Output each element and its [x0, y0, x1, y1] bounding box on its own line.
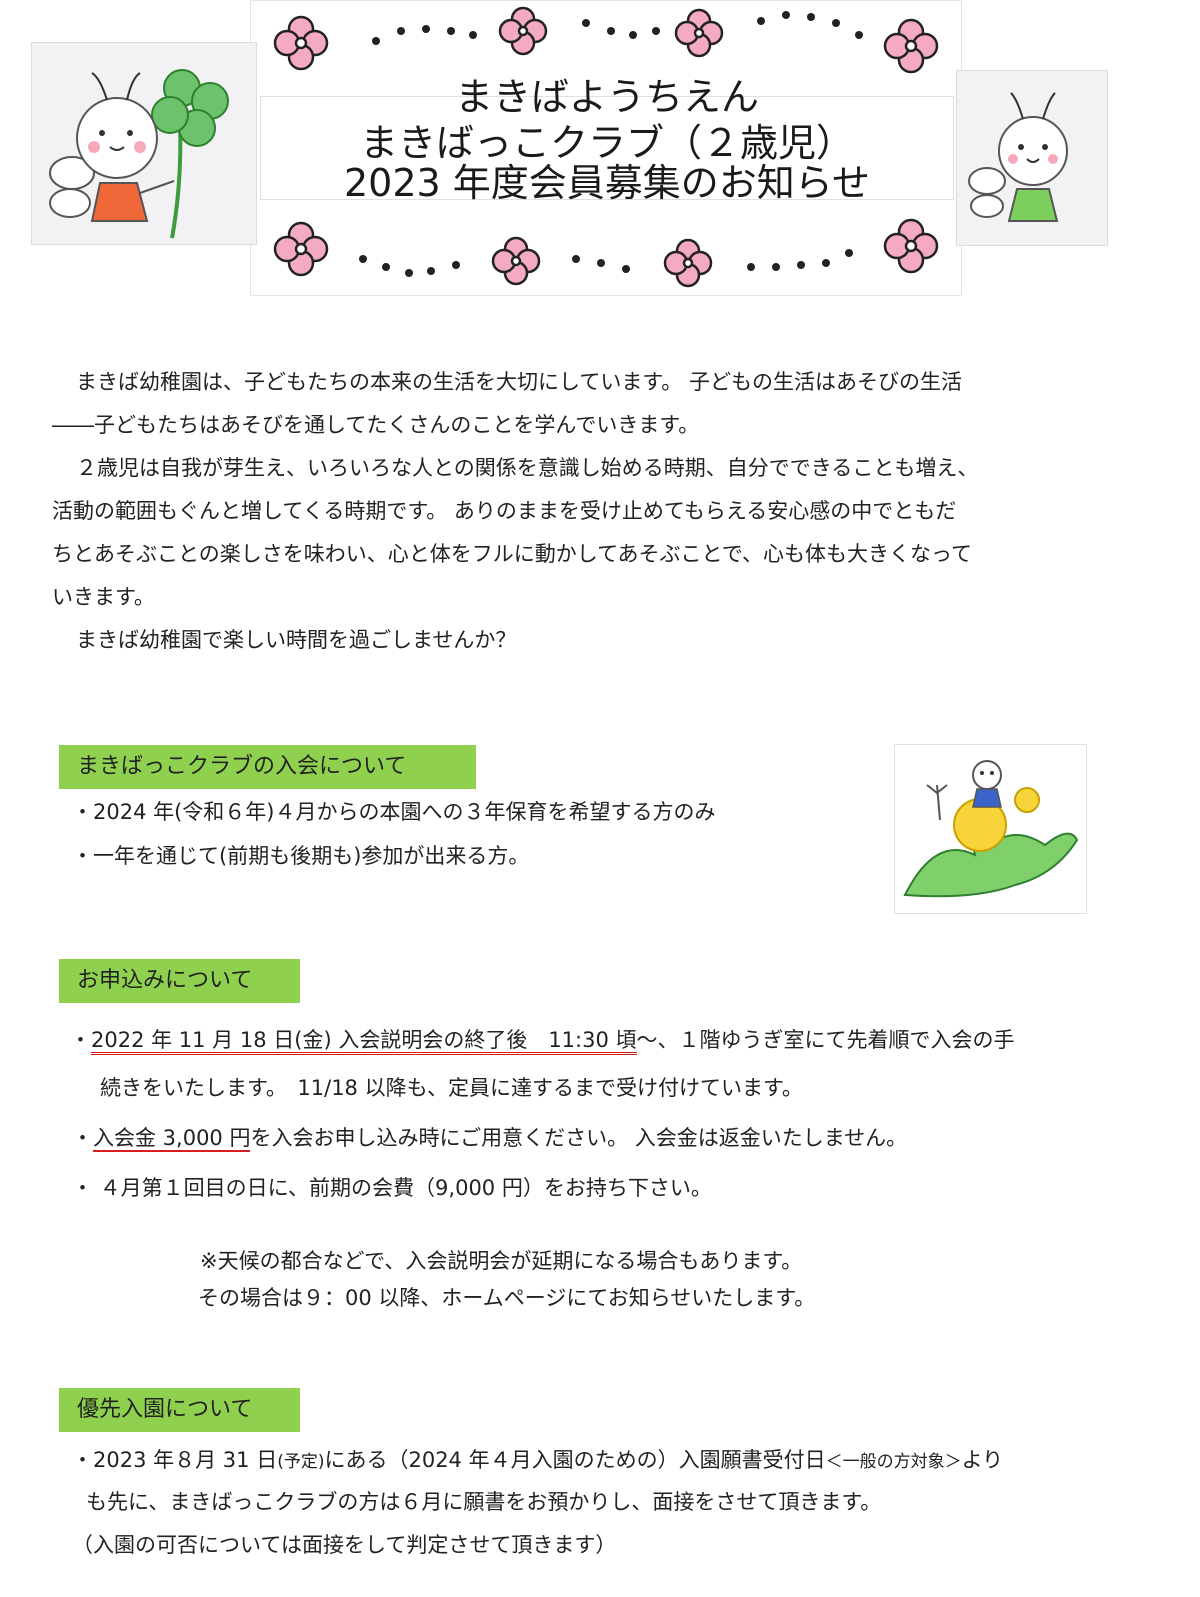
application-bullet-1: ・2022 年 11 月 18 日(金) 入会説明会の終了後 11:30 頃〜、… [70, 1020, 1015, 1060]
membership-bullet-2: ・一年を通じて(前期も後期も)参加が出来る方。 [72, 844, 530, 868]
application-bullet-3: ・ ４月第１回目の日に、前期の会費（9,000 円）をお持ち下さい。 [72, 1176, 712, 1200]
intro-paragraph-2-line-3: ちとあそぶことの楽しさを味わい、心と体をフルに動かしてあそぶことで、心も体も大き… [52, 542, 973, 566]
priority-general-target: ＜一般の方対象＞ [825, 1452, 962, 1472]
application-bullet-1-rest: 〜、１階ゆうぎ室にて先着順で入会の手 [636, 1028, 1015, 1052]
priority-bullet-1: ・2023 年８月 31 日(予定)にある（2024 年４月入園のための）入園願… [72, 1440, 1003, 1482]
priority-bullet-1-line-2: も先に、まきばっこクラブの方は６月に願書をお預かりし、面接をさせて頂きます。 [86, 1490, 882, 1514]
priority-text-end: より [961, 1448, 1004, 1472]
section-heading-priority: 優先入園について [59, 1388, 300, 1432]
application-bullet-2: ・入会金 3,000 円を入会お申し込み時にご用意ください。 入会金は返金いたし… [72, 1118, 907, 1158]
title-line-3: 2023 年度会員募集のお知らせ [343, 161, 871, 205]
bee-with-clover-illustration [31, 42, 257, 245]
bee-icon [968, 92, 1068, 222]
application-bullet-2-rest: を入会お申し込み時にご用意ください。 入会金は返金いたしません。 [250, 1126, 908, 1150]
application-bullet-1-line-2: 続きをいたします。 11/18 以降も、定員に達するまで受け付けています。 [100, 1076, 803, 1100]
entrance-fee: 入会金 3,000 円 [93, 1126, 251, 1152]
weather-note-line-1: ※天候の都合などで、入会説明会が延期になる場合もあります。 [200, 1249, 803, 1273]
intro-paragraph-1-line-2: ――子どもたちはあそびを通してたくさんのことを学んでいきます。 [52, 413, 700, 437]
bullet-marker: ・ [70, 1028, 91, 1052]
title-line-2: まきばっこクラブ（２歳児） [359, 121, 854, 165]
section-heading-membership: まきばっこクラブの入会について [59, 745, 476, 789]
priority-bullet-1-line-3: （入園の可否については面接をして判定させて頂きます） [72, 1533, 617, 1557]
dandelion-bee-illustration [894, 744, 1087, 914]
intro-paragraph-2-line-4: いきます。 [52, 585, 155, 609]
explanation-meeting-date: 2022 年 11 月 18 日(金) 入会説明会の終了後 11:30 頃 [91, 1028, 637, 1055]
bullet-marker: ・ [72, 1126, 93, 1150]
intro-paragraph-2-line-1: ２歳児は自我が芽生え、いろいろな人との関係を意識し始める時期、自分でできることも… [76, 456, 979, 480]
bee-illustration-right [956, 70, 1108, 246]
priority-tentative: (予定) [277, 1452, 325, 1472]
intro-paragraph-2-line-2: 活動の範囲もぐんと増してくる時期です。 ありのままを受け止めてもらえる安心感の中… [52, 499, 957, 523]
weather-note-line-2: その場合は９：00 以降、ホームページにてお知らせいたします。 [198, 1286, 816, 1310]
dandelion-icon [903, 760, 1079, 898]
section-heading-application: お申込みについて [59, 959, 300, 1003]
flower-border-top [273, 6, 939, 74]
membership-bullet-1: ・2024 年(令和６年)４月からの本園への３年保育を希望する方のみ [72, 800, 716, 824]
flower-border-bottom [273, 218, 939, 288]
priority-text: にある（2024 年４月入園のための）入園願書受付日 [324, 1448, 826, 1472]
title-line-1: まきばようちえん [454, 75, 759, 119]
bee-clover-icon [49, 69, 229, 239]
intro-paragraph-3: まきば幼稚園で楽しい時間を過ごしませんか？ [76, 628, 517, 652]
intro-paragraph-1-line-1: まきば幼稚園は、子どもたちの本来の生活を大切にしています。 子どもの生活はあそび… [76, 370, 962, 394]
title-box: まきばようちえん まきばっこクラブ（２歳児） 2023 年度会員募集のお知らせ [260, 75, 954, 205]
priority-date: ・2023 年８月 31 日 [72, 1448, 278, 1472]
